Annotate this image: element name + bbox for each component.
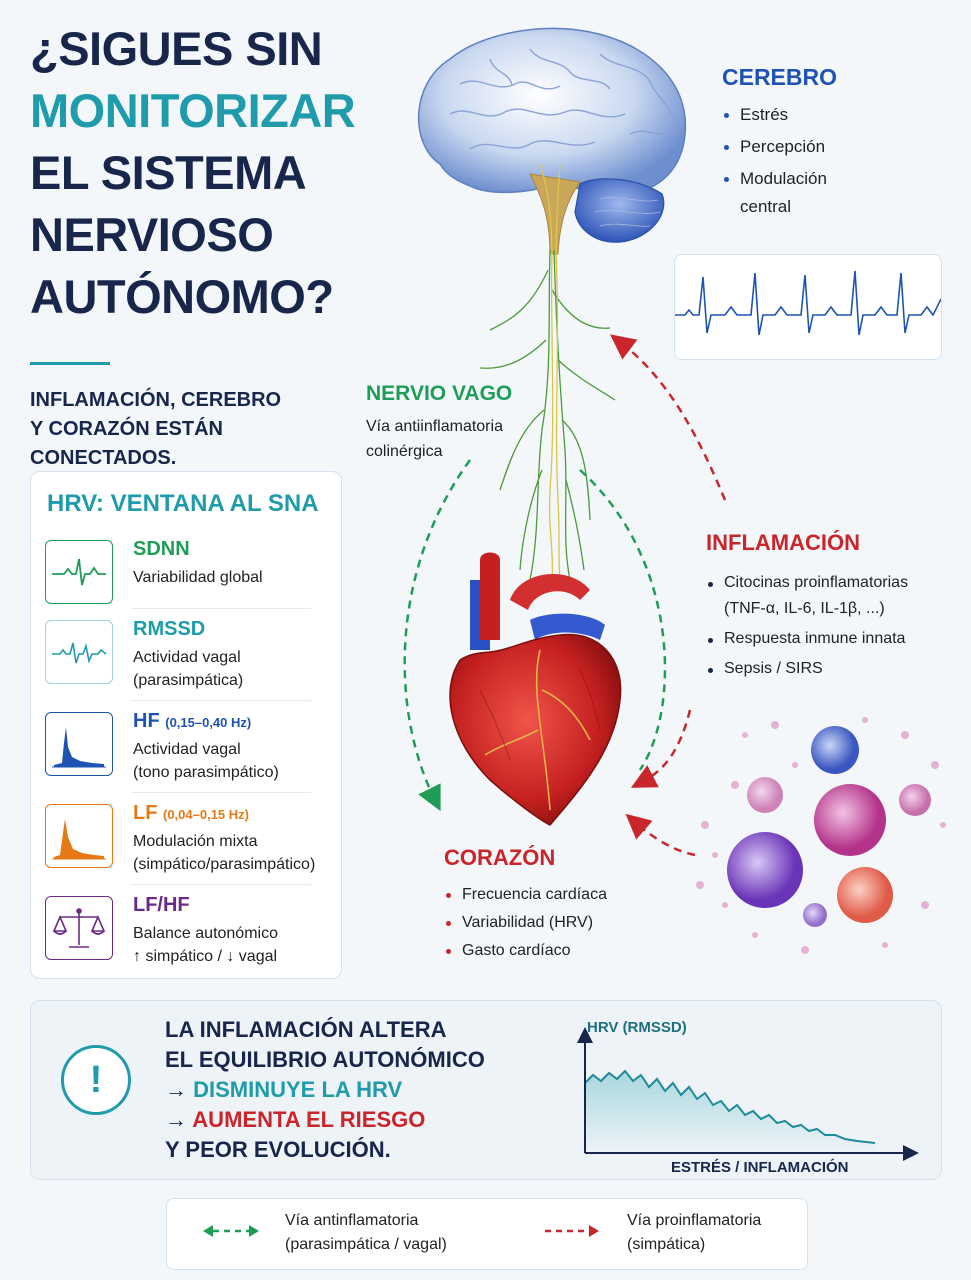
legend-pro-line-1: Vía proinflamatoria xyxy=(627,1212,762,1229)
vagal-arrow-left xyxy=(403,459,472,812)
nervio-vago-section: NERVIO VAGO Vía antiinflamatoria colinér… xyxy=(366,382,536,464)
metric-desc-2: (parasimpática) xyxy=(133,672,244,689)
vagal-arrow-right xyxy=(579,469,667,771)
legend-anti-line-2: (parasimpática / vagal) xyxy=(285,1236,447,1253)
immune-cells-illustration xyxy=(696,717,946,954)
metric-desc: Actividad vagal xyxy=(133,649,241,666)
red-dashed-arrow-icon xyxy=(545,1225,599,1237)
metric-sdnn: SDNN Variabilidad global xyxy=(45,538,321,618)
alert-line-5: Y PEOR EVOLUCIÓN. xyxy=(165,1137,391,1162)
nervio-vago-title: NERVIO VAGO xyxy=(366,382,513,405)
page-title: ¿SIGUES SIN MONITORIZAR EL SISTEMA NERVI… xyxy=(30,18,390,328)
ecg-trace xyxy=(675,270,942,336)
hrv-mini-chart: HRV (RMSSD) ESTRÉS / INFLAMACIÓN xyxy=(551,1015,931,1176)
legend-anti: Vía antinflamatoria (parasimpática / vag… xyxy=(285,1209,447,1257)
divider xyxy=(131,608,311,609)
list-item: Gasto cardíaco xyxy=(444,937,664,965)
cerebro-section: CEREBRO Estrés Percepción Modulación cen… xyxy=(722,64,942,221)
hrv-trend-plot xyxy=(577,1027,919,1161)
metric-desc: Actividad vagal xyxy=(133,741,241,758)
alert-line-1: LA INFLAMACIÓN ALTERA xyxy=(165,1017,447,1042)
spectrum-peak-icon xyxy=(45,712,113,776)
balance-scale-icon xyxy=(45,896,113,960)
chart-x-label: ESTRÉS / INFLAMACIÓN xyxy=(671,1159,849,1176)
title-line-4: NERVIOSO xyxy=(30,208,274,261)
metric-desc: Balance autonómico xyxy=(133,925,278,942)
corazon-title: CORAZÓN xyxy=(444,845,556,870)
alert-line-4: AUMENTA EL RIESGO xyxy=(192,1107,426,1132)
alert-text-block: LA INFLAMACIÓN ALTERA EL EQUILIBRIO AUTO… xyxy=(165,1015,525,1165)
metric-name: RMSSD xyxy=(133,618,206,640)
alert-line-2: EL EQUILIBRIO AUTONÓMICO xyxy=(165,1047,485,1072)
vagus-nerve-illustration xyxy=(479,250,616,580)
spectrum-peak-icon xyxy=(45,804,113,868)
metric-desc: Variabilidad global xyxy=(133,569,263,586)
nervio-vago-line-1: Vía antiinflamatoria xyxy=(366,418,503,435)
ecg-wave-icon xyxy=(45,620,113,684)
chart-y-label: HRV (RMSSD) xyxy=(587,1019,687,1036)
metric-desc-2: (simpático/parasimpático) xyxy=(133,856,316,873)
metric-desc-2: ↑ simpático / ↓ vagal xyxy=(133,948,278,965)
proinflammatory-arrow-heart xyxy=(630,709,692,788)
metric-range: (0,04–0,15 Hz) xyxy=(163,807,249,822)
proinflammatory-arrow-up xyxy=(610,334,727,501)
title-line-5: AUTÓNOMO? xyxy=(30,270,334,323)
divider xyxy=(131,792,311,793)
nervio-vago-line-2: colinérgica xyxy=(366,443,443,460)
list-item: Frecuencia cardíaca xyxy=(444,881,664,909)
metric-desc: Modulación mixta xyxy=(133,833,258,850)
metric-rmssd: RMSSD Actividad vagal (parasimpática) xyxy=(45,618,321,698)
title-line-1: ¿SIGUES SIN xyxy=(30,22,323,75)
hrv-trend-line xyxy=(584,1069,876,1144)
hrv-panel: HRV: VENTANA AL SNA SDNN Variabilidad gl… xyxy=(30,471,342,979)
ecg-monitor xyxy=(674,254,942,360)
subtitle-line-1: INFLAMACIÓN, CEREBRO xyxy=(30,389,282,411)
divider xyxy=(131,700,311,701)
alert-panel: ! LA INFLAMACIÓN ALTERA EL EQUILIBRIO AU… xyxy=(30,1000,942,1180)
list-item: Percepción xyxy=(722,133,942,161)
arrow-right-icon: → xyxy=(165,1107,187,1132)
list-item: Estrés xyxy=(722,101,942,129)
metric-name: HF xyxy=(133,710,160,732)
title-divider xyxy=(30,362,110,365)
list-item: Respuesta inmune innata xyxy=(706,626,946,652)
title-line-2: MONITORIZAR xyxy=(30,84,356,137)
brain-illustration xyxy=(418,27,687,265)
metric-name: LF xyxy=(133,802,158,824)
proinflammatory-arrow-cells xyxy=(625,813,696,857)
green-dashed-arrow-icon xyxy=(203,1225,259,1237)
metric-name: SDNN xyxy=(133,538,190,560)
alert-icon-glyph: ! xyxy=(89,1059,103,1101)
legend-pro: Vía proinflamatoria (simpática) xyxy=(627,1209,761,1257)
legend: Vía antinflamatoria (parasimpática / vag… xyxy=(166,1198,808,1270)
metric-range: (0,15–0,40 Hz) xyxy=(165,715,252,730)
list-item: Modulación central xyxy=(722,165,850,221)
metric-lf-hf: LF/HF Balance autonómico ↑ simpático / ↓… xyxy=(45,894,321,974)
list-item: Sepsis / SIRS xyxy=(706,656,946,682)
legend-pro-line-2: (simpática) xyxy=(627,1236,706,1253)
hrv-panel-title: HRV: VENTANA AL SNA xyxy=(47,490,319,517)
cerebro-title: CEREBRO xyxy=(722,64,838,90)
legend-anti-line-1: Vía antinflamatoria xyxy=(285,1212,419,1229)
subtitle-line-2: Y CORAZÓN ESTÁN CONECTADOS. xyxy=(30,418,223,469)
list-item: Variabilidad (HRV) xyxy=(444,909,664,937)
inflamacion-title: INFLAMACIÓN xyxy=(706,530,860,555)
list-item: Citocinas proinflamatorias (TNF-α, IL-6,… xyxy=(706,570,934,622)
ecg-wave-icon xyxy=(45,540,113,604)
corazon-section: CORAZÓN Frecuencia cardíaca Variabilidad… xyxy=(444,845,664,965)
heart-illustration xyxy=(449,552,622,826)
metric-desc-2: (tono parasimpático) xyxy=(133,764,279,781)
alert-icon: ! xyxy=(61,1045,131,1115)
metric-lf: LF (0,04–0,15 Hz) Modulación mixta (simp… xyxy=(45,802,321,882)
metric-hf: HF (0,15–0,40 Hz) Actividad vagal (tono … xyxy=(45,710,321,790)
divider xyxy=(131,884,311,885)
subtitle: INFLAMACIÓN, CEREBRO Y CORAZÓN ESTÁN CON… xyxy=(30,386,360,473)
arrow-right-icon: → xyxy=(165,1077,187,1102)
metric-name: LF/HF xyxy=(133,894,190,916)
pathway-arrows xyxy=(403,334,727,857)
inflamacion-section: INFLAMACIÓN Citocinas proinflamatorias (… xyxy=(706,530,946,682)
title-line-3: EL SISTEMA xyxy=(30,146,307,199)
alert-line-3: DISMINUYE LA HRV xyxy=(193,1077,403,1102)
